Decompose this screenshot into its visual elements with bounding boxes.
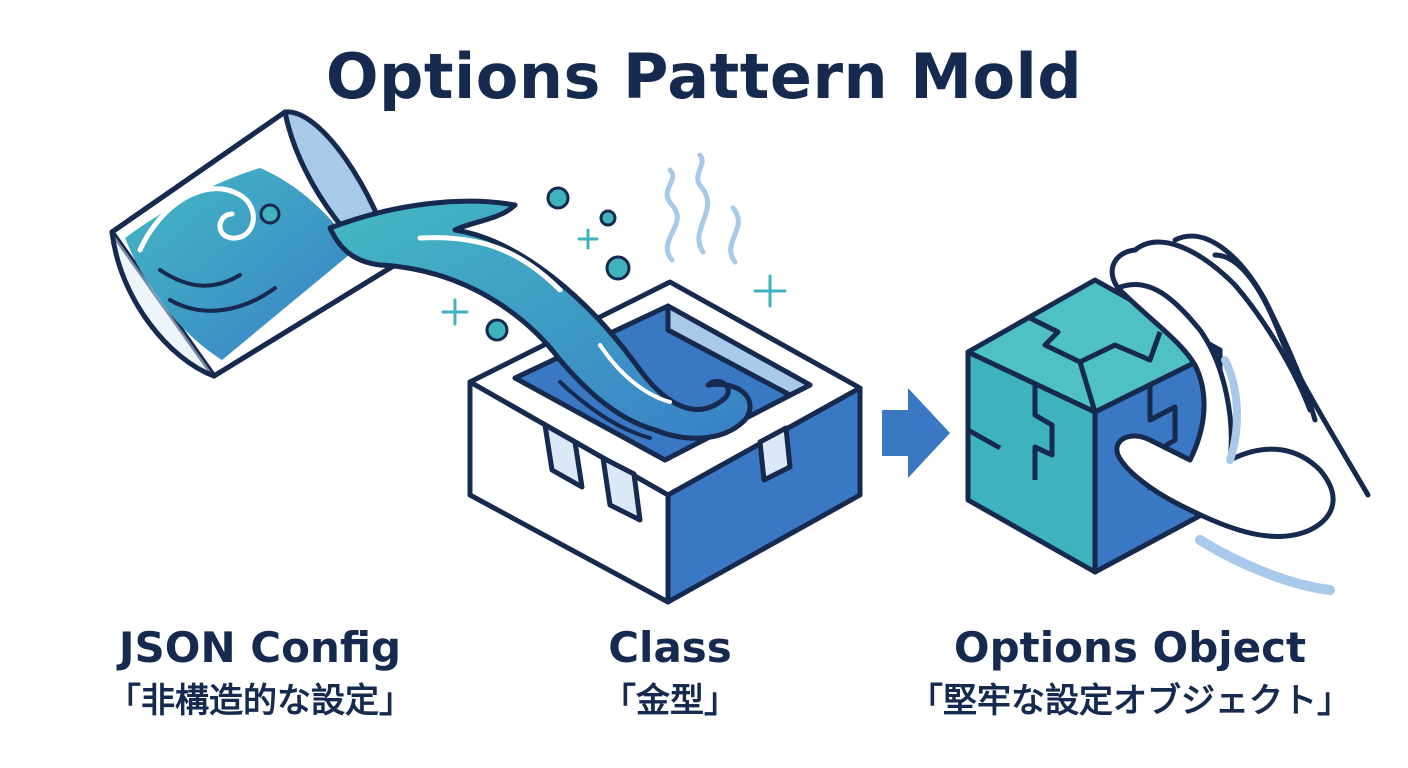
arrow-right-icon [882, 388, 950, 478]
step-json-config: JSON Config 「非構造的な設定」 [40, 620, 480, 726]
mold-box-icon [467, 279, 863, 605]
step-title: Class [608, 623, 732, 672]
hand-icon [1109, 233, 1371, 595]
step-options-object: Options Object 「堅牢な設定オブジェクト」 [880, 620, 1380, 726]
steam-icon [664, 152, 741, 265]
step-subtitle: 「堅牢な設定オブジェクト」 [909, 681, 1351, 721]
step-title: Options Object [953, 623, 1307, 672]
bubble-icon [259, 186, 631, 342]
step-subtitle: 「金型」 [602, 681, 738, 721]
step-class: Class 「金型」 [480, 620, 860, 726]
step-title: JSON Config [118, 623, 402, 672]
liquid-stream-icon [327, 198, 753, 441]
sparkle-icon [441, 228, 787, 326]
page-title: Options Pattern Mold [325, 40, 1083, 113]
step-subtitle: 「非構造的な設定」 [107, 681, 413, 721]
